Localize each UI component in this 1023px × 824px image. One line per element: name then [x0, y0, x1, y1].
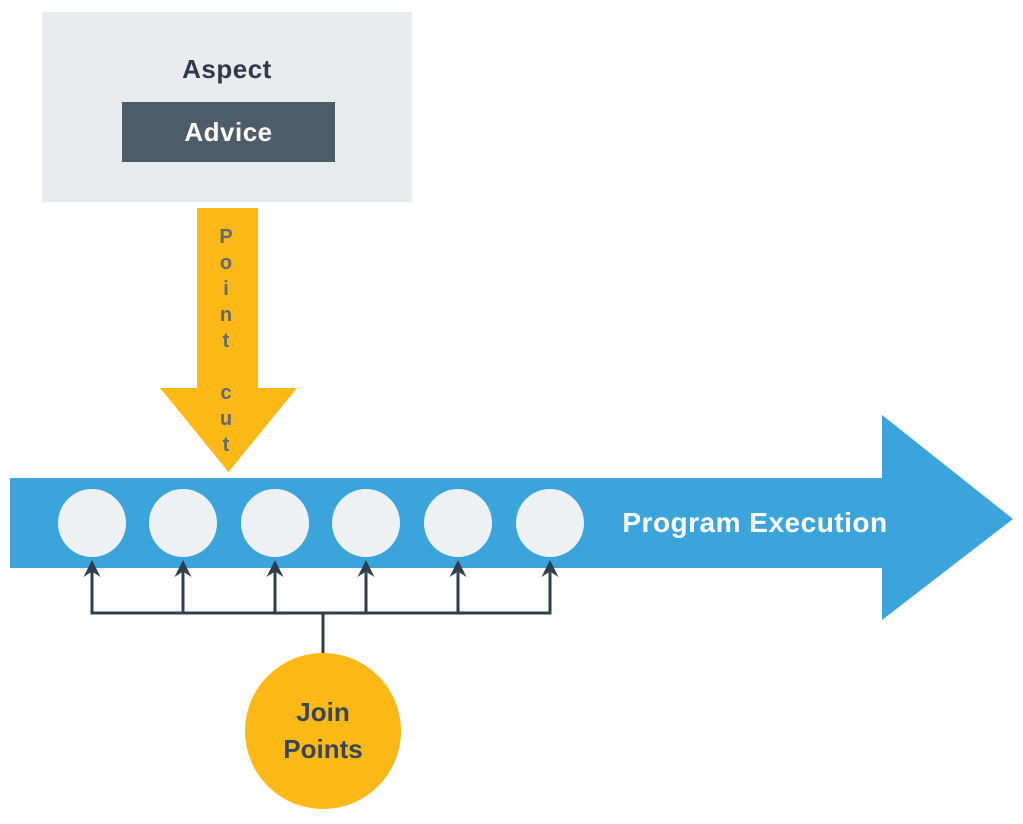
bracket-arrows-group [83, 560, 559, 613]
join-points-label: Join Points [283, 697, 363, 764]
pointcut-arrow-shape [160, 208, 297, 472]
aspect-box: Aspect Advice [42, 12, 412, 202]
join-points-bracket-icon [83, 560, 559, 659]
aspect-title: Aspect [182, 54, 272, 84]
join-point-circle [516, 489, 584, 557]
join-point-arrowhead-icon [357, 560, 375, 577]
join-point-circle [332, 489, 400, 557]
join-point-circle [241, 489, 309, 557]
join-point-arrowhead-icon [174, 560, 192, 577]
join-point-circle [424, 489, 492, 557]
advice-label: Advice [184, 116, 273, 147]
join-point-arrowhead-icon [266, 560, 284, 577]
program-execution-arrow-icon [10, 415, 1013, 620]
program-arrow-shape [10, 415, 1013, 620]
join-points-circle: Join Points [245, 653, 401, 809]
join-point-arrowhead-icon [449, 560, 467, 577]
join-point-circle [58, 489, 126, 557]
join-point-circle [149, 489, 217, 557]
pointcut-down-arrow-icon [160, 208, 297, 472]
join-point-arrowhead-icon [541, 560, 559, 577]
advice-box: Advice [122, 102, 335, 162]
program-execution-label: Program Execution [622, 507, 888, 538]
pointcut-label: Point cut [215, 226, 237, 460]
join-point-arrowhead-icon [83, 560, 101, 577]
join-point-circles-group [58, 489, 584, 557]
